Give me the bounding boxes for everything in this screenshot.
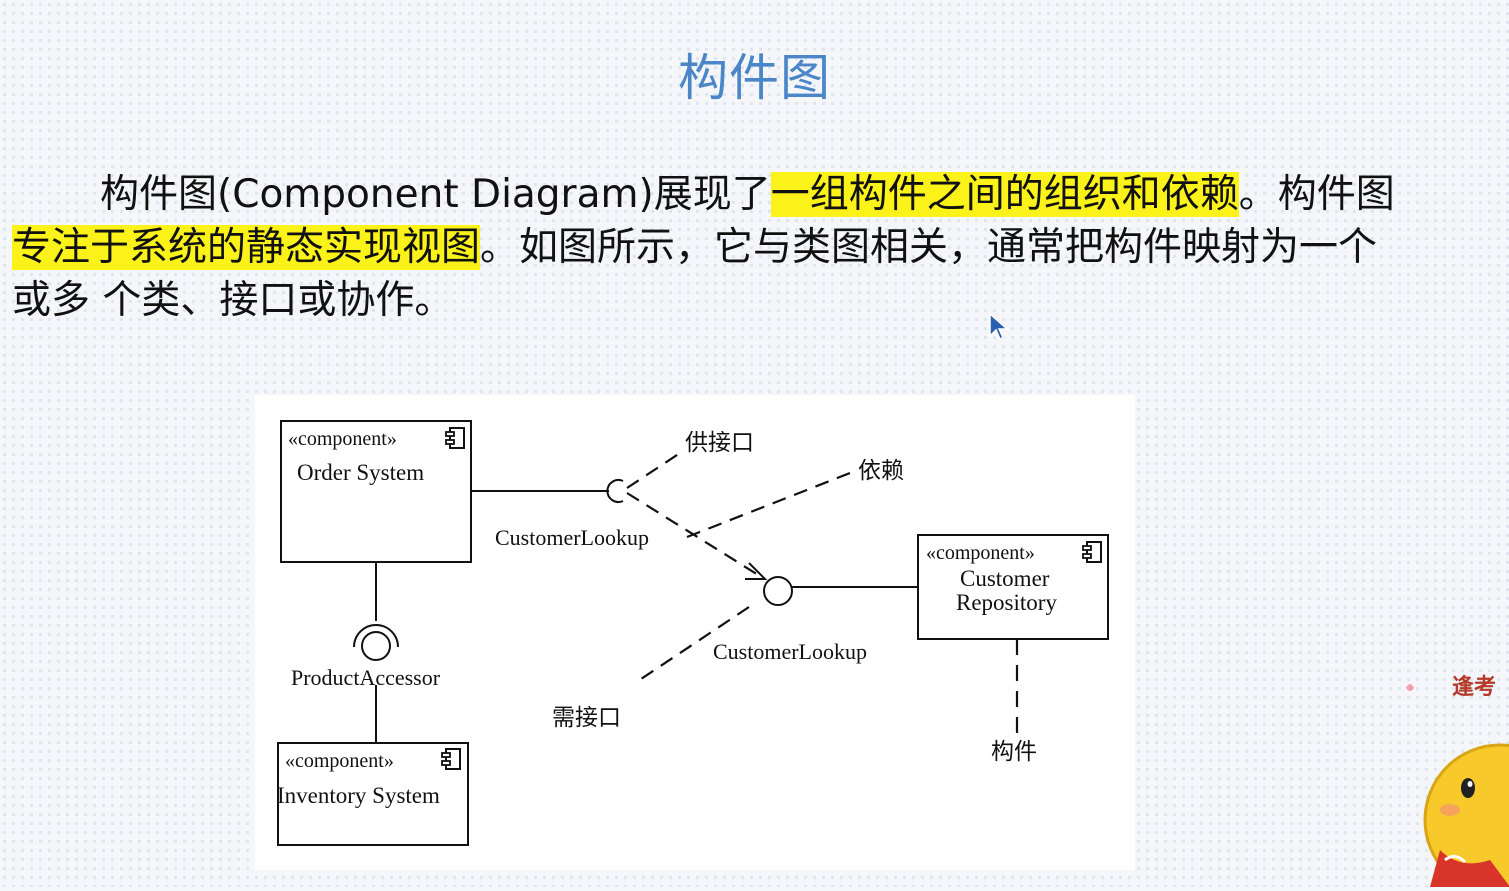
stereotype-label: «component»: [288, 428, 397, 450]
paragraph-line-1: 构件图(Component Diagram)展现了一组构件之间的组织和依赖。构件…: [12, 168, 1509, 221]
annotation-leader: [626, 452, 681, 489]
component-diagram: «component» Order System «component» Inv…: [255, 395, 1135, 870]
dependency-arrow: [626, 492, 764, 579]
stereotype-label: «component»: [285, 750, 394, 772]
component-label: 构件: [991, 739, 1037, 764]
component-name: Customer: [960, 566, 1050, 591]
body-paragraph: 构件图(Component Diagram)展现了一组构件之间的组织和依赖。构件…: [12, 168, 1509, 327]
component-name: Order System: [297, 460, 424, 485]
interface-name-label: CustomerLookup: [713, 639, 867, 664]
customer-repository-component: «component» Customer Repository: [917, 534, 1109, 640]
provided-interface-label: 供接口: [685, 430, 754, 455]
order-system-component: «component» Order System: [280, 420, 472, 563]
watermark-text: 逢考: [1452, 674, 1496, 700]
component-name: Repository: [956, 590, 1057, 615]
paragraph-text: 或多 个类、接口或协作。: [12, 278, 454, 323]
provided-interface-ball: [763, 576, 793, 606]
paragraph-text: 构件图(Component Diagram)展现了: [100, 172, 771, 217]
mouse-cursor-icon: [989, 312, 1009, 341]
product-accessor-ball: [361, 631, 391, 661]
watermark-mascot: 逢考: [1400, 660, 1509, 891]
dependency-label: 依赖: [858, 458, 904, 483]
paragraph-line-3: 或多 个类、接口或协作。: [12, 274, 1509, 327]
highlighted-text: 一组构件之间的组织和依赖: [770, 172, 1239, 217]
paragraph-text: 。构件图: [1238, 172, 1395, 217]
required-interface-socket: [606, 479, 624, 503]
interface-name-label: CustomerLookup: [495, 525, 649, 550]
stereotype-label: «component»: [926, 542, 1035, 564]
product-accessor-socket: [353, 624, 399, 648]
inventory-system-component: «component» Inventory System: [277, 742, 469, 846]
mascot-icon: 逢考: [1406, 674, 1509, 891]
highlighted-text: 专注于系统的静态实现视图: [12, 225, 481, 270]
component-diagram-svg: «component» Order System «component» Inv…: [277, 420, 1109, 846]
required-interface-label: 需接口: [552, 705, 621, 730]
component-name: Inventory System: [277, 783, 440, 808]
arrow-head: [745, 562, 768, 580]
paragraph-text: 。如图所示，它与类图相关，通常把构件映射为一个: [480, 225, 1378, 270]
annotation-leader: [686, 471, 851, 539]
interface-name-label: ProductAccessor: [291, 665, 441, 690]
slide-title: 构件图: [678, 49, 831, 107]
paragraph-line-2: 专注于系统的静态实现视图。如图所示，它与类图相关，通常把构件映射为一个: [12, 221, 1509, 274]
